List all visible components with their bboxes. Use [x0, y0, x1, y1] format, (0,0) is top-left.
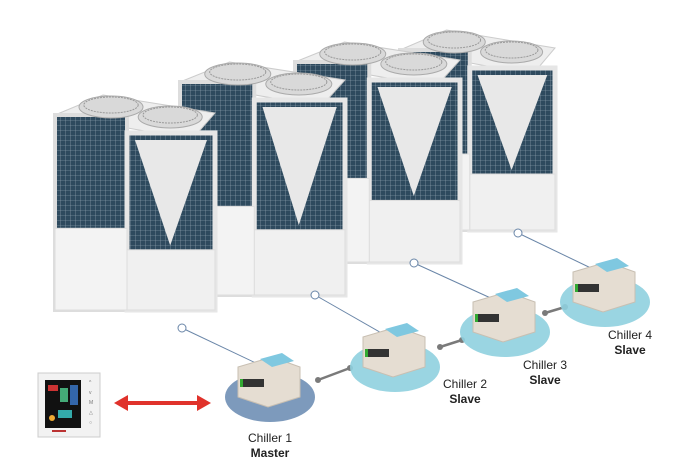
fan-icon — [265, 72, 333, 96]
fan-icon — [78, 95, 144, 119]
svg-text:v: v — [89, 390, 92, 396]
svg-text:M: M — [89, 400, 93, 406]
touch-control-panel: ^ vM △ ○ — [37, 372, 101, 438]
svg-text:○: ○ — [89, 420, 92, 426]
controller-4 — [560, 258, 650, 327]
controller-1 — [225, 353, 315, 422]
fan-icon — [204, 62, 272, 86]
svg-text:△: △ — [89, 410, 93, 416]
link-arrow-icon — [315, 365, 353, 383]
double-arrow-icon — [114, 395, 211, 411]
fan-icon — [319, 42, 387, 66]
controller-3 — [460, 288, 550, 357]
fan-icon — [480, 40, 544, 64]
svg-text:^: ^ — [89, 380, 92, 386]
controller-2 — [350, 323, 440, 392]
chiller-unit-1 — [53, 94, 218, 313]
fan-icon — [380, 52, 448, 76]
fan-icon — [422, 30, 486, 54]
link-arrow-icon — [437, 337, 465, 350]
fan-icon — [137, 105, 203, 129]
